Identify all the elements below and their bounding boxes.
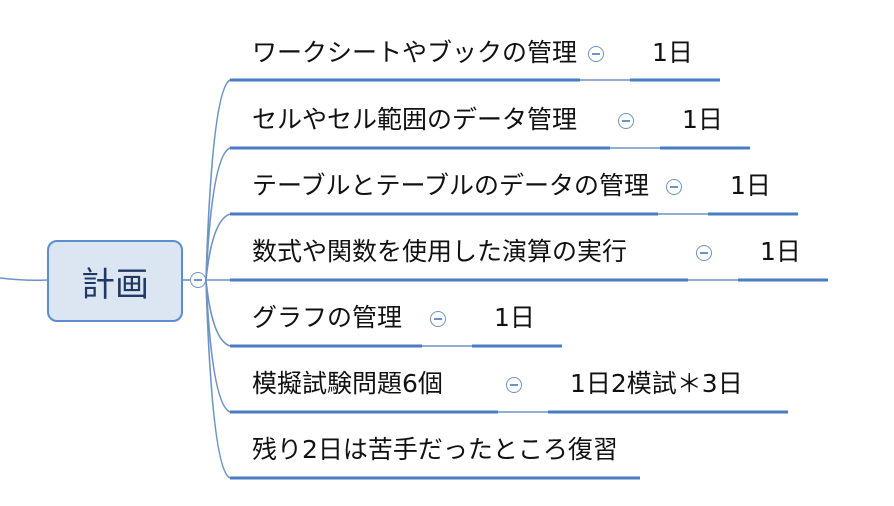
branch-label[interactable]: 模擬試験問題6個 xyxy=(252,369,443,398)
branch-label[interactable]: ワークシートやブックの管理 xyxy=(252,38,578,67)
branch-label[interactable]: グラフの管理 xyxy=(252,303,403,332)
root-node[interactable]: 計画 xyxy=(47,240,183,322)
collapse-minus-icon[interactable] xyxy=(618,113,634,129)
collapse-minus-icon[interactable] xyxy=(696,245,712,261)
collapse-minus-icon[interactable] xyxy=(506,377,522,393)
child-label[interactable]: 1日 xyxy=(730,171,771,200)
branch-label[interactable]: セルやセル範囲のデータ管理 xyxy=(252,105,578,134)
child-label[interactable]: 1日 xyxy=(652,38,693,67)
child-label[interactable]: 1日 xyxy=(760,237,801,266)
child-label[interactable]: 1日 xyxy=(494,303,535,332)
branch-label[interactable]: 残り2日は苦手だったところ復習 xyxy=(252,435,618,464)
branch-label[interactable]: 数式や関数を使用した演算の実行 xyxy=(252,237,628,266)
child-label[interactable]: 1日2模試＊3日 xyxy=(570,369,743,398)
branch-label[interactable]: テーブルとテーブルのデータの管理 xyxy=(252,171,650,200)
child-label[interactable]: 1日 xyxy=(682,105,723,134)
collapse-minus-icon[interactable] xyxy=(666,179,682,195)
root-label: 計画 xyxy=(81,264,149,305)
collapse-minus-icon[interactable] xyxy=(190,272,206,288)
collapse-minus-icon[interactable] xyxy=(430,311,446,327)
collapse-minus-icon[interactable] xyxy=(588,46,604,62)
